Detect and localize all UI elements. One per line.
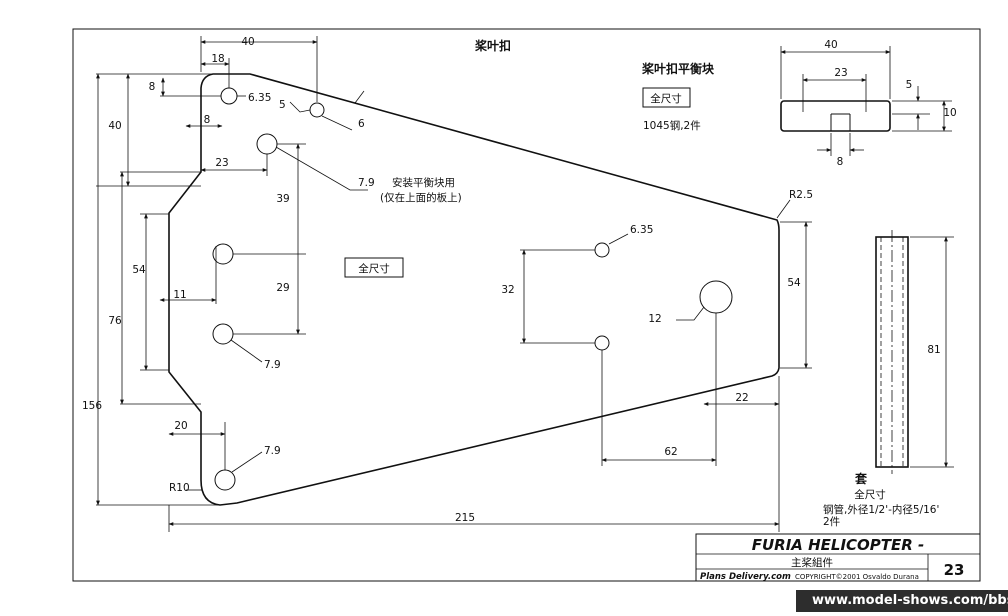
title-block-brand: FURIA HELICOPTER - (752, 536, 925, 554)
svg-text:5: 5 (279, 99, 286, 111)
hole-5-small (309, 102, 325, 118)
svg-text:18: 18 (211, 53, 224, 65)
sleeve-dimension-lines (910, 236, 954, 468)
svg-text:20: 20 (174, 420, 187, 432)
hole-7-9-lower (212, 323, 234, 345)
svg-text:23: 23 (215, 157, 228, 169)
svg-text:8: 8 (149, 81, 156, 93)
balancer-title: 桨叶扣平衡块 (641, 61, 715, 76)
mounting-note-line1: 安装平衡块用 (392, 176, 455, 189)
page-number: 23 (944, 561, 965, 579)
sleeve-material-line1: 钢管,外径1/2'-内径5/16' (823, 503, 939, 516)
svg-text:54: 54 (132, 264, 146, 276)
hole-7-9-balancer (256, 133, 278, 155)
svg-text:40: 40 (824, 39, 837, 51)
svg-text:62: 62 (664, 446, 677, 458)
balancer-full-size-box (642, 87, 691, 108)
svg-text:R10: R10 (169, 482, 190, 494)
balancer-dimension-labels: 40 23 5 10 8 (824, 39, 956, 168)
plate-title: 桨叶扣 (474, 38, 511, 53)
hole-6-35-top (220, 87, 238, 105)
svg-text:7.9: 7.9 (358, 177, 375, 189)
balancer-material: 1045钢,2件 (643, 119, 701, 132)
hole-right-bottom (594, 335, 610, 351)
sleeve: 81 套 全尺寸 钢管,外径1/2'-内径5/16' 2件 (823, 230, 954, 528)
plate-outline (168, 73, 780, 506)
svg-text:54: 54 (787, 277, 801, 289)
hole-6-35-right-top (594, 242, 610, 258)
plate-full-size-box (344, 257, 404, 278)
balancer-body (780, 100, 891, 132)
svg-text:7.9: 7.9 (264, 359, 281, 371)
plate-dimension-labels: 40 18 8 6.35 5 6 40 8 23 7.9 39 29 54 11… (82, 36, 813, 524)
svg-text:8: 8 (204, 114, 211, 126)
svg-text:39: 39 (276, 193, 289, 205)
hole-7-9-bottom (214, 469, 236, 491)
svg-text:23: 23 (834, 67, 847, 79)
svg-text:40: 40 (108, 120, 121, 132)
svg-text:8: 8 (837, 156, 844, 168)
svg-text:156: 156 (82, 400, 102, 412)
balancer-full-size-label: 全尺寸 (650, 92, 682, 105)
hole-12 (699, 280, 733, 314)
sleeve-title: 套 (854, 471, 868, 486)
svg-text:7.9: 7.9 (264, 445, 281, 457)
svg-text:40: 40 (241, 36, 254, 48)
svg-text:6.35: 6.35 (248, 92, 271, 104)
svg-text:215: 215 (455, 512, 475, 524)
svg-text:6.35: 6.35 (630, 224, 653, 236)
svg-text:5: 5 (906, 79, 913, 91)
title-block-copyright: COPYRIGHT©2001 Osvaldo Durana (795, 573, 919, 581)
svg-text:12: 12 (648, 313, 661, 325)
svg-text:22: 22 (735, 392, 748, 404)
title-block-source: Plans Delivery.com (700, 572, 791, 582)
mounting-note-line2: (仅在上面的板上) (380, 191, 462, 204)
sleeve-dim-81: 81 (927, 344, 940, 356)
dimension-lines (96, 36, 812, 532)
plate-full-size-label: 全尺寸 (358, 262, 390, 275)
svg-text:R2.5: R2.5 (789, 189, 813, 201)
sleeve-material-line2: 2件 (823, 516, 840, 528)
watermark-banner: www.model-shows.com/bbs (796, 590, 1008, 612)
svg-text:29: 29 (276, 282, 289, 294)
svg-text:32: 32 (501, 284, 514, 296)
blade-grip-plate: 桨叶扣 全尺寸 安装平衡块用 (仅在上面的板上) 40 18 8 6.35 5 … (82, 36, 813, 532)
title-block: FURIA HELICOPTER - 主桨組件 Plans Delivery.c… (695, 533, 981, 582)
svg-text:11: 11 (173, 289, 186, 301)
svg-text:10: 10 (943, 107, 956, 119)
svg-text:6: 6 (358, 118, 365, 130)
title-block-subtitle: 主桨組件 (791, 556, 833, 569)
balancer-block: 桨叶扣平衡块 全尺寸 1045钢,2件 40 23 (641, 39, 957, 168)
sleeve-full-size: 全尺寸 (854, 488, 886, 501)
balancer-dimension-lines (780, 46, 952, 156)
svg-text:76: 76 (108, 315, 122, 327)
sheet-border (72, 28, 981, 582)
